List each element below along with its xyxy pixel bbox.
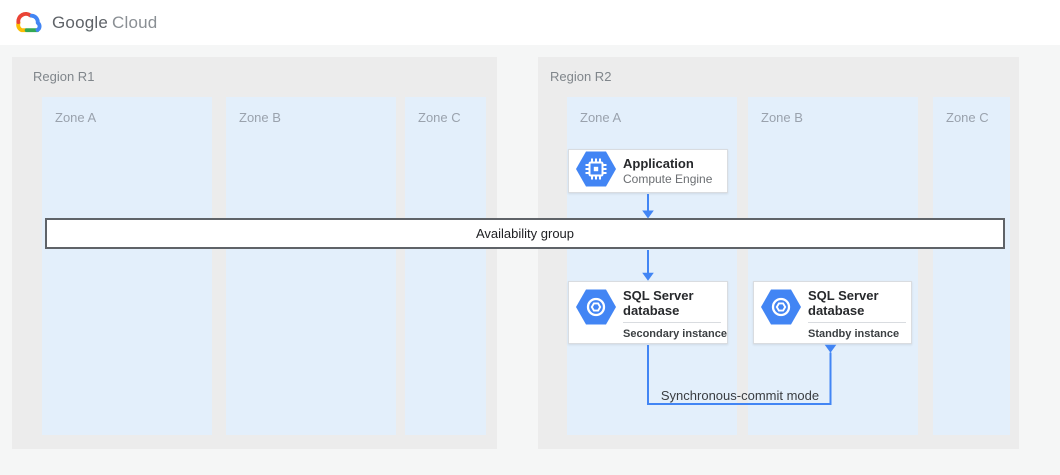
sql-standby-title: SQL Server database	[808, 288, 879, 318]
application-title: Application	[623, 156, 694, 171]
sql-secondary-card: SQL Server database Secondary instance	[568, 281, 728, 344]
sql-server-vm-icon	[576, 289, 616, 343]
zone-label: Zone B	[239, 110, 281, 125]
sql-standby-instance: Standby instance	[808, 328, 900, 340]
region-r2-zone-b: Zone B	[748, 97, 918, 435]
google-cloud-logo-icon	[16, 11, 42, 32]
sql-secondary-title: SQL Server database	[623, 288, 694, 318]
card-divider	[623, 322, 721, 323]
region-r2-zone-a: Zone A	[567, 97, 737, 435]
region-r1-label: Region R1	[33, 69, 95, 84]
zone-label: Zone C	[946, 110, 989, 125]
application-subtitle: Compute Engine	[623, 172, 713, 186]
card-divider	[808, 322, 906, 323]
sql-standby-text: SQL Server database Standby instance	[808, 288, 906, 343]
region-r1-zone-a: Zone A	[42, 97, 212, 435]
brand-google: Google	[52, 12, 109, 32]
sync-commit-label: Synchronous-commit mode	[660, 388, 820, 403]
region-r2-label: Region R2	[550, 69, 612, 84]
sql-secondary-instance: Secondary instance	[623, 328, 727, 340]
zone-label: Zone B	[761, 110, 803, 125]
application-card: Application Compute Engine	[568, 149, 728, 193]
region-r2-zone-c: Zone C	[933, 97, 1010, 435]
compute-engine-icon	[576, 151, 616, 192]
availability-group-label: Availability group	[475, 226, 575, 241]
availability-group-band: Availability group	[45, 218, 1005, 249]
sql-secondary-text: SQL Server database Secondary instance	[623, 288, 727, 343]
brand-cloud: Cloud	[112, 12, 158, 32]
region-r1-zone-c: Zone C	[405, 97, 486, 435]
zone-label: Zone C	[418, 110, 461, 125]
sql-standby-card: SQL Server database Standby instance	[753, 281, 912, 344]
zone-label: Zone A	[580, 110, 622, 125]
application-card-text: Application Compute Engine	[623, 156, 712, 186]
sql-server-vm-icon	[761, 289, 801, 343]
region-r1-zone-b: Zone B	[226, 97, 396, 435]
zone-label: Zone A	[55, 110, 97, 125]
